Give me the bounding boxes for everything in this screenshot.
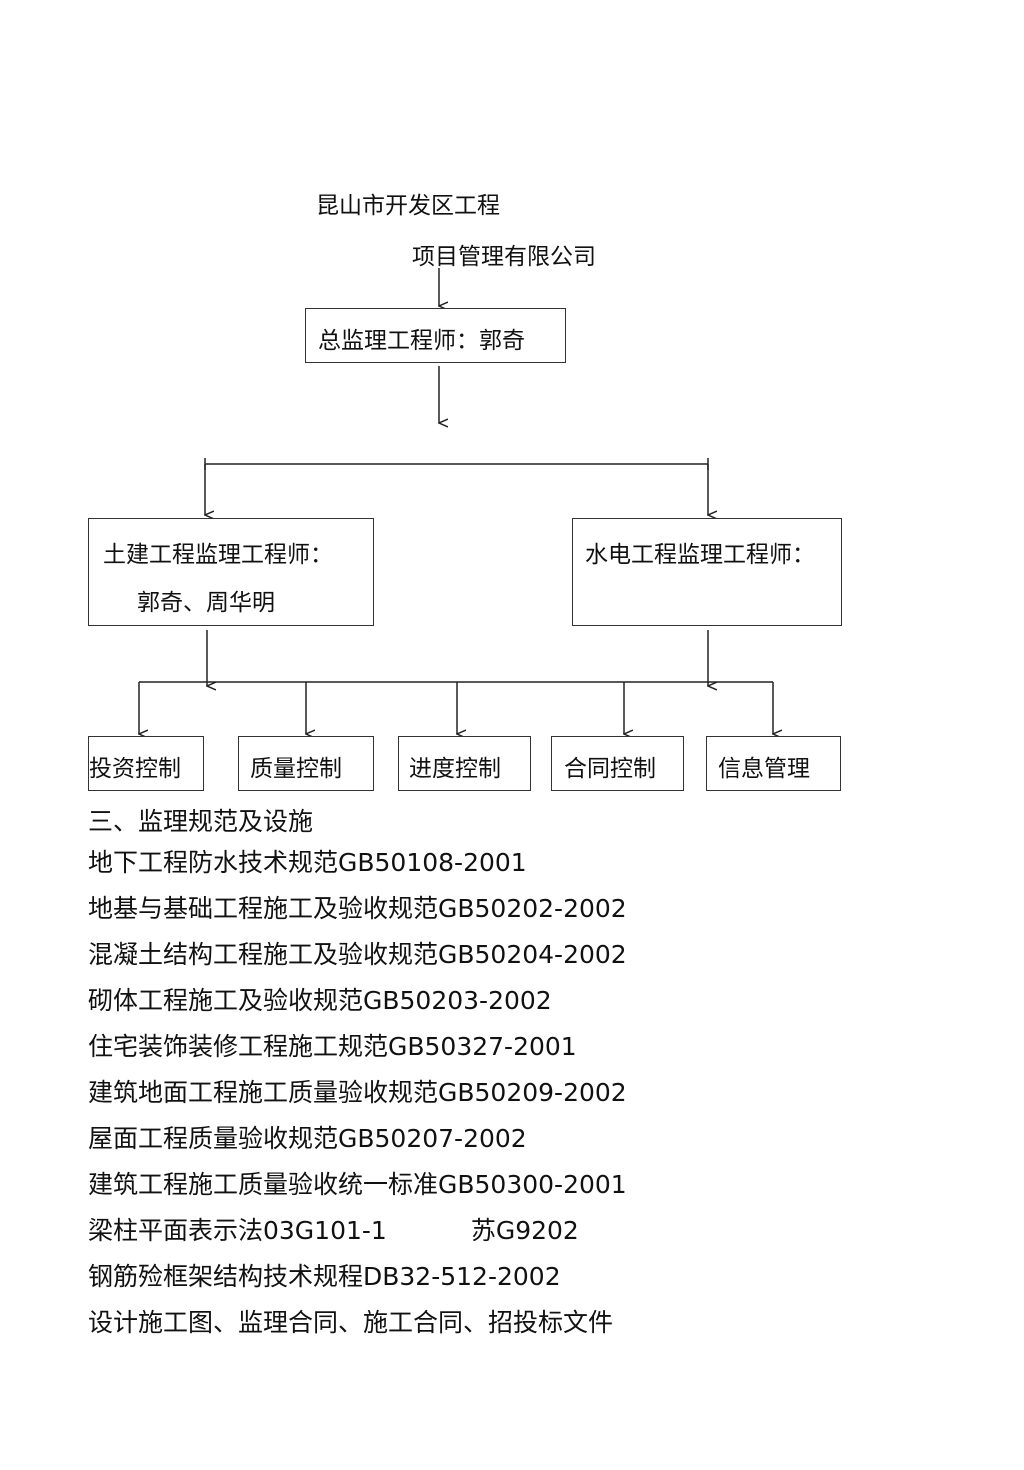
control-box-schedule: 进度控制 (398, 736, 531, 791)
control-label: 进度控制 (409, 756, 501, 782)
chief-engineer-box: 总监理工程师：郭奇 (305, 308, 566, 363)
control-box-investment: 投资控制 (88, 736, 204, 791)
standard-item: 梁柱平面表示法03G101-1 苏G9202 (88, 1216, 627, 1262)
company-name-line1: 昆山市开发区工程 (316, 193, 500, 219)
control-label: 合同控制 (564, 756, 656, 782)
control-box-quality: 质量控制 (238, 736, 374, 791)
standard-item: 钢筋殓框架结构技术规程DB32-512-2002 (88, 1262, 561, 1291)
mep-engineer-box: 水电工程监理工程师： (572, 518, 842, 626)
civil-engineer-title: 土建工程监理工程师： (103, 542, 333, 568)
section-heading: 三、监理规范及设施 (88, 807, 314, 836)
civil-engineer-box: 土建工程监理工程师： 郭奇、周华明 (88, 518, 374, 626)
standard-item: 建筑地面工程施工质量验收规范GB50209-2002 (88, 1078, 627, 1107)
mep-engineer-title: 水电工程监理工程师： (585, 542, 815, 568)
standard-item: 地基与基础工程施工及验收规范GB50202-2002 (88, 894, 627, 923)
chief-engineer-label: 总监理工程师：郭奇 (318, 328, 525, 354)
standard-item: 砌体工程施工及验收规范GB50203-2002 (88, 986, 552, 1015)
company-name-line2: 项目管理有限公司 (412, 244, 596, 270)
civil-engineer-names: 郭奇、周华明 (137, 590, 275, 616)
control-label: 质量控制 (250, 756, 342, 782)
standard-item: 设计施工图、监理合同、施工合同、招投标文件 (88, 1308, 614, 1337)
control-box-information: 信息管理 (706, 736, 841, 791)
standard-item: 建筑工程施工质量验收统一标准GB50300-2001 (88, 1170, 627, 1199)
standards-list: 地下工程防水技术规范GB50108-2001 地基与基础工程施工及验收规范GB5… (88, 848, 627, 1354)
standard-item-left: 梁柱平面表示法03G101-1 (88, 1216, 387, 1245)
standard-item: 地下工程防水技术规范GB50108-2001 (88, 848, 527, 877)
control-label: 信息管理 (718, 756, 810, 782)
control-label: 投资控制 (89, 756, 181, 782)
standard-item: 住宅装饰装修工程施工规范GB50327-2001 (88, 1032, 577, 1061)
control-box-contract: 合同控制 (551, 736, 684, 791)
standard-item-right: 苏G9202 (470, 1216, 579, 1245)
standard-item: 混凝土结构工程施工及验收规范GB50204-2002 (88, 940, 627, 969)
standard-item: 屋面工程质量验收规范GB50207-2002 (88, 1124, 527, 1153)
